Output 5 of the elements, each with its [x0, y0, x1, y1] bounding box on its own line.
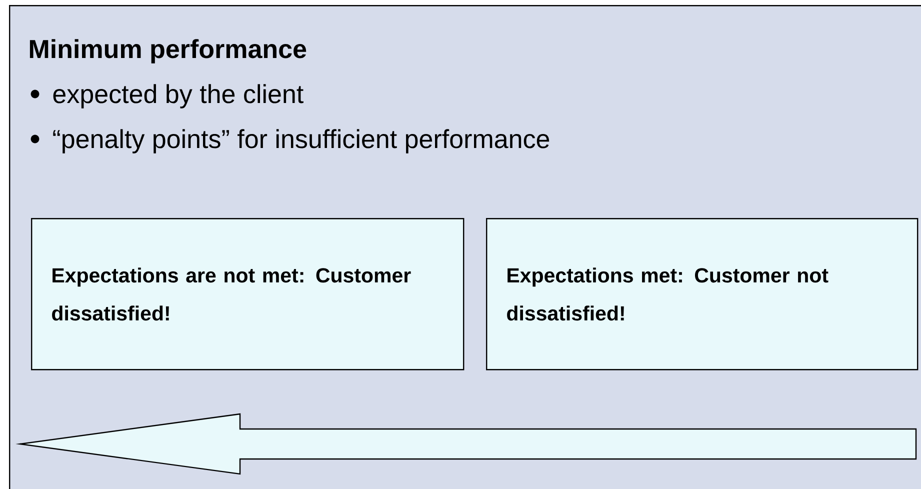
box-text: Expectations are not met: Customer dissatisfied! [52, 268, 411, 321]
bullet-text: expected by the client [53, 84, 304, 108]
heading: Minimum performance [30, 39, 306, 64]
box-text: Expectations met: Customer not dissatisfied! [507, 268, 828, 321]
bullet-text: “penalty points” for insufficient performance [53, 129, 550, 154]
